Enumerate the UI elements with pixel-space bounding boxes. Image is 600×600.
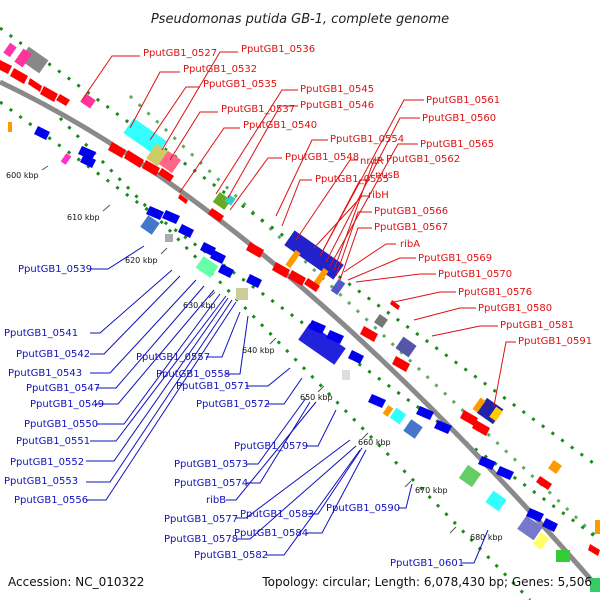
gene-label: PputGB1_0541 (4, 328, 78, 339)
plus-leader-lines (81, 51, 516, 407)
gene-label: PputGB1_0556 (14, 495, 88, 506)
gene-label: PputGB1_0570 (438, 269, 512, 280)
gene-label: PputGB1_0540 (243, 120, 317, 131)
tick-label: 650 kbp (300, 393, 333, 402)
map-title: Pseudomonas putida GB-1, complete genome (151, 12, 449, 27)
gene-label: PputGB1_0582 (194, 550, 268, 561)
tick-label: 670 kbp (415, 486, 448, 495)
gene-label: PputGB1_0554 (330, 134, 404, 145)
gene-label: PputGB1_0574 (174, 478, 248, 489)
gene-label: PputGB1_0578 (164, 534, 238, 545)
gene-label: PputGB1_0537 (221, 104, 295, 115)
tick-marks (41, 165, 457, 534)
tick-label: 620 kbp (125, 256, 158, 265)
gene-label: PputGB1_0548 (285, 152, 359, 163)
plus-strand-genes (0, 60, 600, 556)
gene-label: PputGB1_0576 (458, 287, 532, 298)
gene-label: PputGB1_0543 (8, 368, 82, 379)
accession-text: Accession: NC_010322 (8, 575, 144, 589)
gene-label: PputGB1_0579 (234, 441, 308, 452)
gene-label: PputGB1_0601 (390, 558, 464, 569)
minus-leader-lines (86, 245, 489, 564)
gene-label: PputGB1_0584 (234, 528, 308, 539)
gene-label: PputGB1_0549 (30, 399, 104, 410)
gene-label: PputGB1_0565 (420, 139, 494, 150)
gene-label: PputGB1_0536 (241, 44, 315, 55)
gene-label: PputGB1_0580 (478, 303, 552, 314)
minus-gene-labels: PputGB1_0539 PputGB1_0541 PputGB1_0542 P… (4, 264, 464, 569)
gene-label: PputGB1_0567 (374, 222, 448, 233)
minus-strand-genes (34, 126, 558, 532)
gene-label: PputGB1_0539 (18, 264, 92, 275)
gene-label: PputGB1_0562 (386, 154, 460, 165)
gene-label: PputGB1_0532 (183, 64, 257, 75)
gene-label: PputGB1_0550 (24, 419, 98, 430)
gene-label: PputGB1_0572 (196, 399, 270, 410)
gene-label: PputGB1_0542 (16, 349, 90, 360)
gene-label: PputGB1_0545 (300, 84, 374, 95)
gene-label: PputGB1_0590 (326, 503, 400, 514)
gene-label: PputGB1_0553 (4, 476, 78, 487)
tick-label: 660 kbp (358, 438, 391, 447)
tick-labels: 600 kbp 610 kbp 620 kbp 630 kbp 640 kbp … (6, 171, 503, 542)
gene-label: PputGB1_0573 (174, 459, 248, 470)
gene-label: PputGB1_0555 (315, 174, 389, 185)
gene-label: PputGB1_0527 (143, 48, 217, 59)
gene-label: nusB (375, 170, 400, 181)
tick-label: 680 kbp (470, 533, 503, 542)
tick-label: 640 kbp (242, 346, 275, 355)
gene-label: PputGB1_0561 (426, 95, 500, 106)
gene-label: PputGB1_0571 (176, 381, 250, 392)
gene-label: PputGB1_0535 (203, 79, 277, 90)
gene-label: PputGB1_0566 (374, 206, 448, 217)
gene-label: PputGB1_0552 (10, 457, 84, 468)
tick-label: 610 kbp (67, 213, 100, 222)
gene-label: PputGB1_0581 (500, 320, 574, 331)
plus-gene-labels: PputGB1_0527 PputGB1_0532 PputGB1_0535 P… (143, 44, 592, 347)
summary-text: Topology: circular; Length: 6,078,430 bp… (261, 575, 592, 589)
tick-label: 630 kbp (183, 301, 216, 310)
gene-label: PputGB1_0557 (136, 352, 210, 363)
gene-label: PputGB1_0546 (300, 100, 374, 111)
gene-label: PputGB1_0558 (156, 369, 230, 380)
gene-label: ribH (368, 190, 389, 201)
gene-label: PputGB1_0569 (418, 253, 492, 264)
gene-label: PputGB1_0560 (422, 113, 496, 124)
gene-label: ribB (206, 495, 226, 506)
feature-blocks (3, 42, 600, 592)
gene-label: PputGB1_0583 (240, 509, 314, 520)
gene-label: ribA (400, 239, 420, 250)
gene-label: PputGB1_0591 (518, 336, 592, 347)
gene-label: nrdR (360, 156, 384, 167)
gene-label: PputGB1_0577 (164, 514, 238, 525)
gene-label: PputGB1_0551 (16, 436, 90, 447)
tick-label: 600 kbp (6, 171, 39, 180)
gene-label: PputGB1_0547 (26, 383, 100, 394)
